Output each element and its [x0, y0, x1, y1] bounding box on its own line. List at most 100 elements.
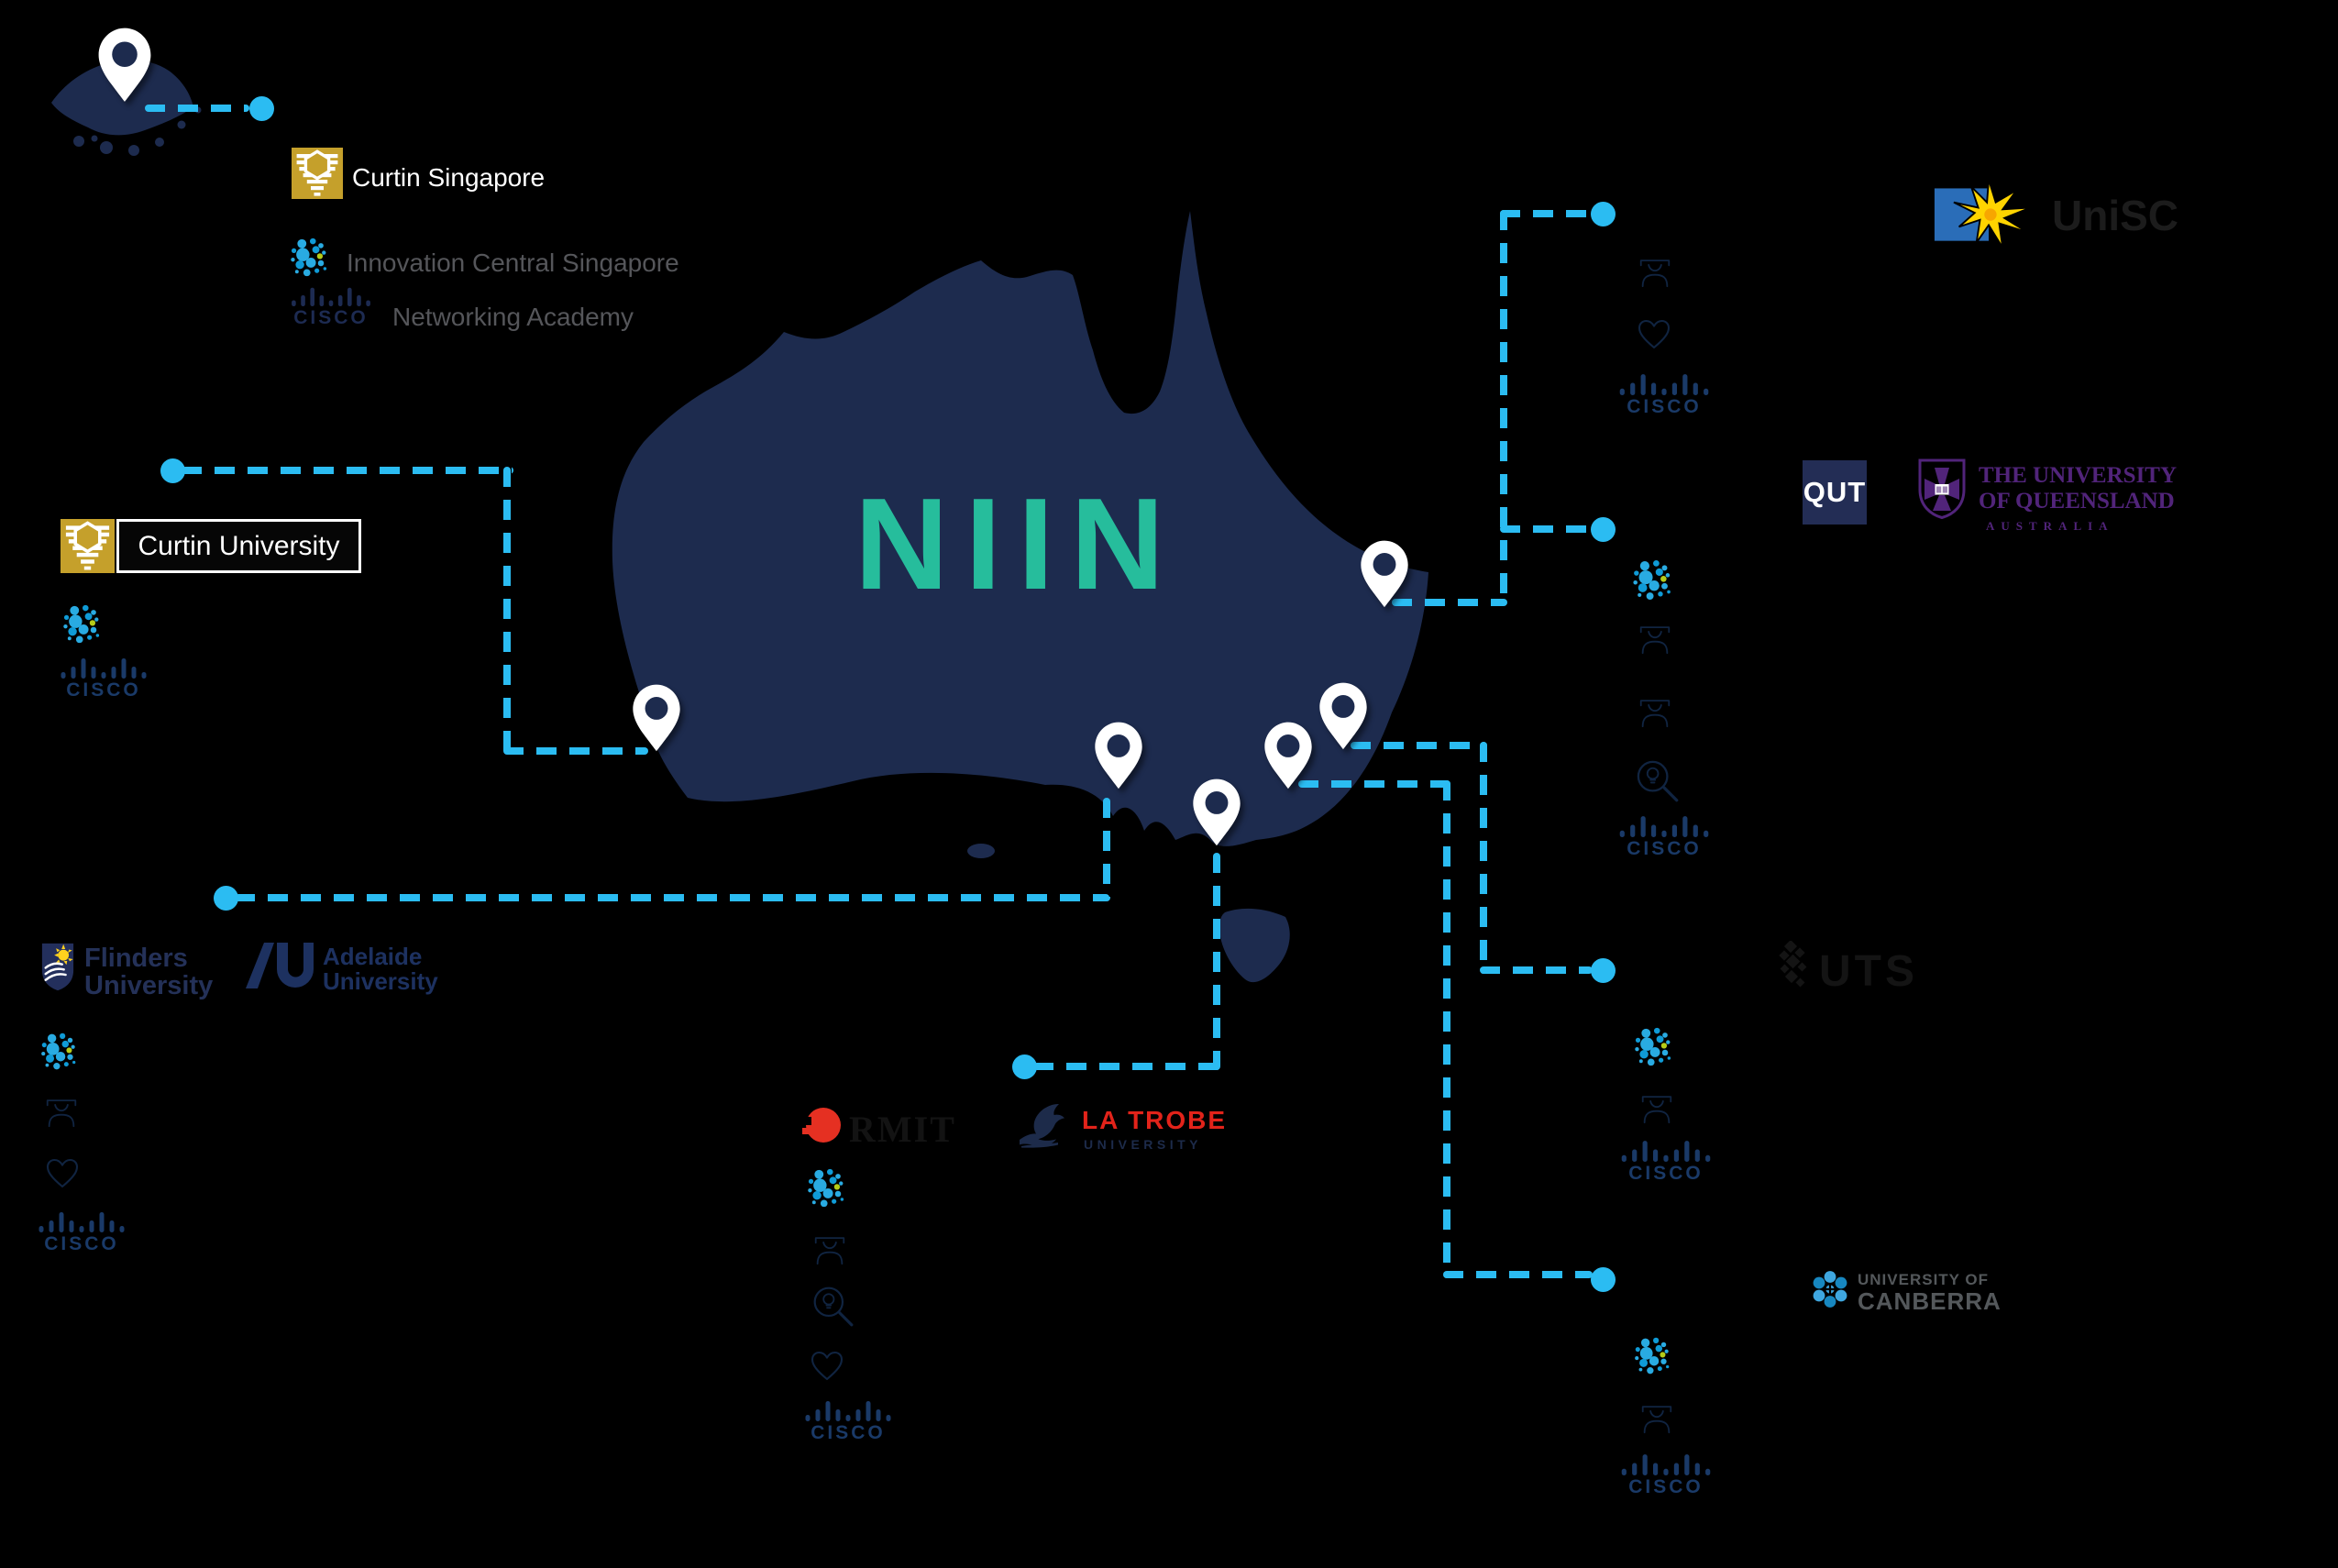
connector-singapore: [145, 105, 249, 112]
innovation-central-icon: [39, 1031, 81, 1073]
graduate-icon: [1638, 1089, 1676, 1128]
flinders-line2: University: [84, 971, 214, 1001]
location-pin-icon-brisbane: [1359, 539, 1410, 611]
adelaide-line2: University: [323, 967, 438, 996]
curtin-university-logo: Curtin University: [116, 519, 361, 573]
connector-qut-h: [1500, 525, 1593, 533]
graduate-icon: [1636, 620, 1674, 658]
node-dot-canberra: [1591, 1267, 1616, 1292]
graduate-icon: [42, 1093, 81, 1132]
cisco-wordmark: CISCO: [1628, 1163, 1704, 1184]
cisco-icon: CISCO: [59, 655, 149, 701]
flinders-university-label: Flinders University: [84, 944, 213, 999]
location-pin-icon-perth: [631, 683, 682, 755]
connector-sydney-v: [1480, 742, 1487, 974]
connector-canberra-v: [1443, 780, 1450, 1278]
location-pin-icon-melbourne: [1191, 778, 1242, 849]
location-pin-icon-sydney: [1318, 681, 1369, 753]
curtin-university-label: Curtin University: [138, 530, 340, 561]
rmit-label: RMIT: [849, 1109, 956, 1150]
adelaide-university-label: Adelaide University: [323, 944, 438, 994]
connector-brisbane-h: [1392, 599, 1507, 606]
uq-shield-icon: [1916, 457, 1968, 521]
qut-logo: QUT: [1803, 460, 1867, 525]
node-dot-uts: [1591, 958, 1616, 983]
uq-label-line2: OF QUEENSLAND: [1979, 489, 2175, 513]
uts-label: UTS: [1819, 947, 1918, 996]
node-dot-qut: [1591, 517, 1616, 542]
connector-unisc-h: [1500, 210, 1593, 217]
adelaide-line1: Adelaide: [323, 943, 423, 970]
connector-canberra-h1: [1298, 780, 1450, 788]
location-pin-icon-singapore: [96, 24, 153, 108]
node-dot-melbourne: [1012, 1055, 1037, 1079]
adelaide-au-icon: [244, 941, 314, 988]
latrobe-university-label: UNIVERSITY: [1084, 1137, 1203, 1152]
graduate-icon: [1636, 693, 1674, 732]
connector-curtin-h2: [503, 747, 648, 755]
cisco-wordmark: CISCO: [1628, 1476, 1704, 1497]
connector-brisbane-v: [1500, 210, 1507, 606]
rmit-mark-icon: [801, 1105, 842, 1145]
networking-academy-label: Networking Academy: [392, 303, 634, 331]
latrobe-eagle-icon: [1012, 1099, 1067, 1150]
location-pin-icon-adelaide: [1093, 721, 1144, 792]
cisco-wordmark: CISCO: [44, 1233, 119, 1254]
cisco-icon: CISCO: [1619, 1137, 1713, 1185]
connector-sydney-h1: [1351, 742, 1487, 749]
location-pin-icon-canberra: [1263, 721, 1314, 792]
innovation-central-icon: [1632, 1335, 1674, 1377]
node-dot-curtin: [160, 458, 185, 483]
graduate-icon: [1636, 253, 1674, 292]
research-magnifier-icon: [811, 1284, 855, 1328]
cisco-wordmark: CISCO: [1627, 396, 1702, 417]
heart-icon: [44, 1157, 81, 1190]
node-dot-adelaide: [214, 886, 238, 911]
flinders-shield-icon: [40, 941, 75, 993]
innovation-central-icon: [1630, 558, 1676, 603]
innovation-central-icon: [61, 602, 105, 646]
uts-mark-icon: [1777, 941, 1810, 988]
connector-sydney-h2: [1480, 966, 1593, 974]
heart-icon: [1636, 318, 1672, 351]
cisco-icon: CISCO: [290, 284, 372, 329]
cisco-icon: CISCO: [1617, 370, 1711, 418]
niin-wordmark: NIIN: [855, 471, 1181, 617]
innovation-central-icon: [805, 1166, 849, 1210]
graduate-icon: [811, 1231, 849, 1269]
cisco-wordmark: CISCO: [293, 307, 369, 328]
connector-adelaide-v: [1103, 798, 1110, 901]
cisco-icon: CISCO: [1617, 812, 1711, 860]
unisc-mark-icon: [1933, 178, 2046, 253]
cisco-wordmark: CISCO: [66, 679, 141, 701]
latrobe-label: LA TROBE: [1082, 1106, 1228, 1134]
cisco-wordmark: CISCO: [811, 1422, 886, 1443]
cisco-icon: CISCO: [37, 1209, 127, 1255]
uq-label-line1: THE UNIVERSITY: [1979, 463, 2178, 488]
curtin-singapore-label: Curtin Singapore: [352, 163, 546, 192]
curtin-shield-icon: [61, 519, 115, 573]
node-dot-unisc: [1591, 202, 1616, 226]
unisc-label: UniSC: [2052, 192, 2178, 239]
node-dot-singapore: [249, 96, 274, 121]
connector-melbourne-v: [1213, 853, 1220, 1070]
connector-curtin-h1: [182, 467, 513, 474]
canberra-mark-icon: [1810, 1269, 1850, 1309]
curtin-shield-icon: [292, 148, 343, 199]
connector-adelaide-h: [235, 894, 1109, 901]
canberra-label-line2: CANBERRA: [1858, 1287, 2002, 1315]
cisco-icon: CISCO: [803, 1397, 893, 1444]
innovation-central-icon: [1632, 1025, 1676, 1069]
innovation-central-icon: [288, 236, 332, 280]
graduate-icon: [1638, 1399, 1676, 1438]
cisco-wordmark: CISCO: [1627, 838, 1702, 859]
qut-label: QUT: [1803, 476, 1867, 508]
research-magnifier-icon: [1634, 757, 1680, 803]
flinders-line1: Flinders: [84, 944, 188, 973]
uq-label-line3: AUSTRALIA: [1986, 519, 2114, 533]
connector-canberra-h2: [1443, 1271, 1593, 1278]
heart-icon: [809, 1350, 845, 1383]
connector-curtin-v: [503, 467, 511, 755]
cisco-icon: CISCO: [1619, 1451, 1713, 1498]
